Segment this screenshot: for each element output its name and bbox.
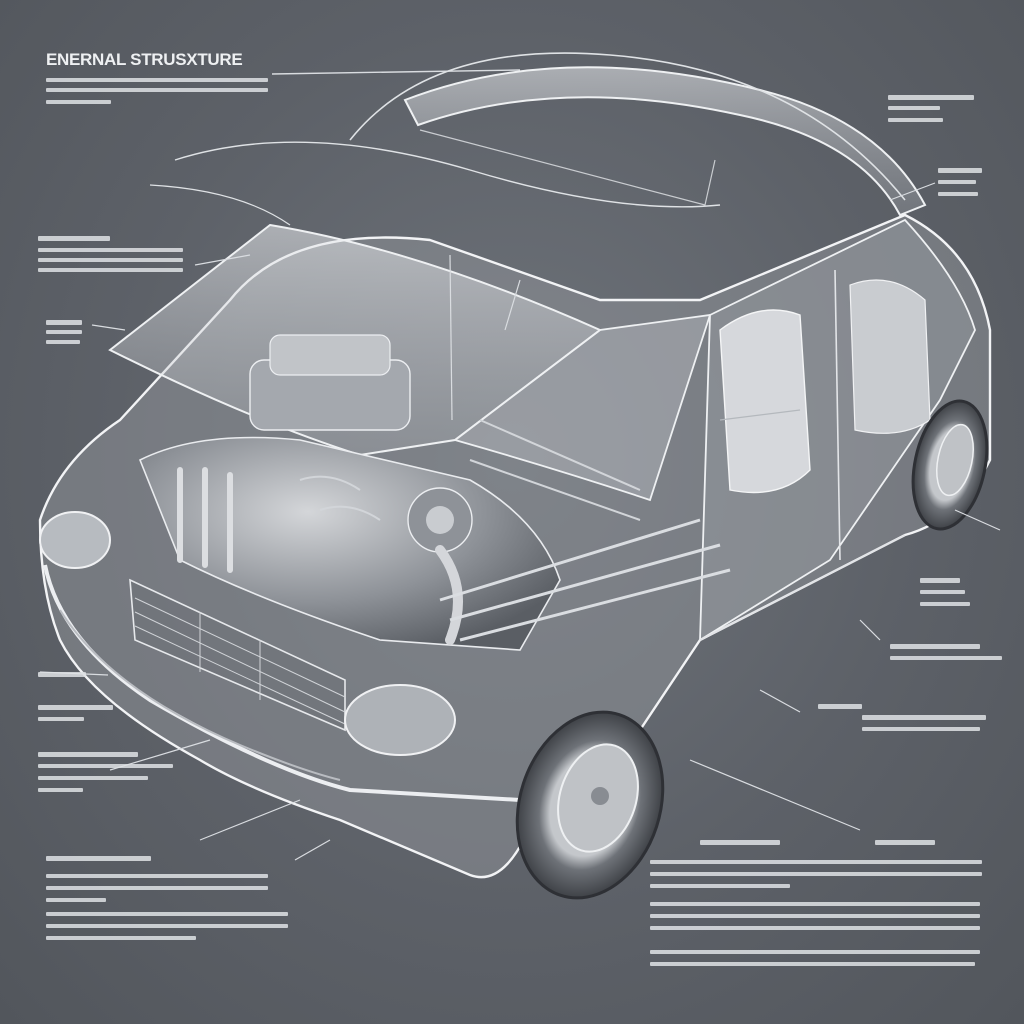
rear-seat <box>849 279 931 434</box>
front-seat <box>719 309 811 494</box>
headlight-right <box>344 684 456 756</box>
roof-panel-exploded <box>149 52 927 226</box>
front-wheel <box>515 710 665 900</box>
windshield <box>453 313 712 502</box>
title-leader-line <box>271 69 521 75</box>
diagram-title: ENERNAL STRUSXTURE <box>46 50 243 69</box>
headlight-left <box>39 511 111 569</box>
rear-wheel <box>911 399 989 531</box>
underbody-pipes <box>439 518 731 642</box>
front-grille <box>129 578 346 732</box>
